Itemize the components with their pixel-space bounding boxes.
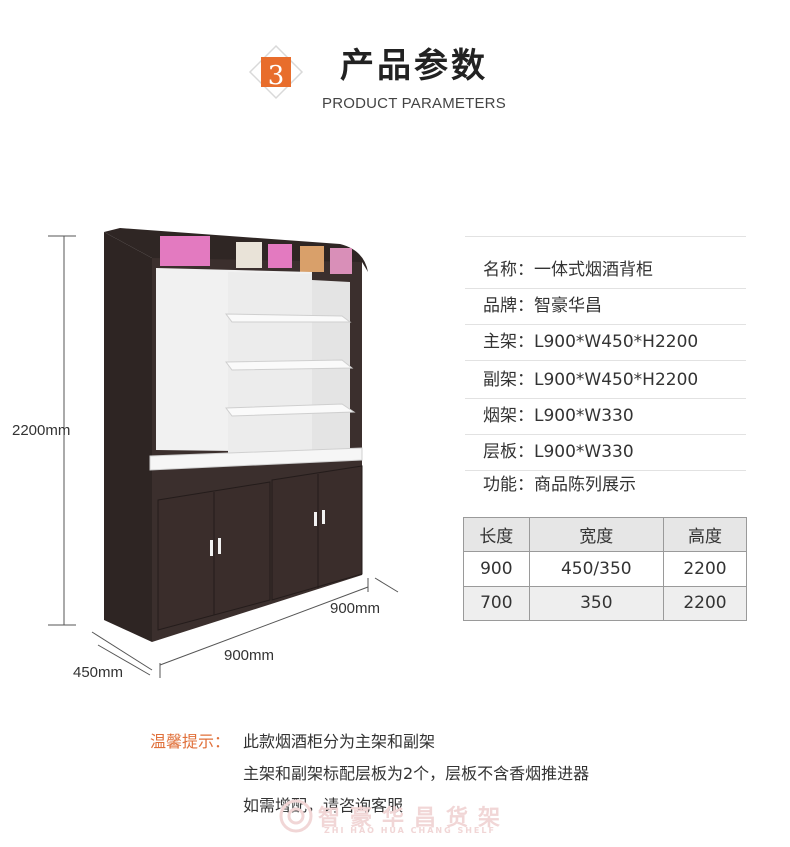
watermark-subtext: ZHI HAO HUA CHANG SHELF	[324, 826, 496, 835]
watermark-text: 智豪华昌货架	[318, 805, 511, 831]
table-header-length: 长度	[463, 516, 530, 553]
top-panel-pink	[160, 236, 210, 266]
note-label: 温馨提示：	[150, 732, 231, 751]
dimension-lines	[48, 235, 399, 678]
spec-row: 主架：L900*W450*H2200	[465, 324, 746, 361]
spec-row: 烟架：L900*W330	[465, 398, 746, 435]
table-header-row: 长度 宽度 高度	[463, 516, 748, 553]
page-subtitle: PRODUCT PARAMETERS	[322, 95, 506, 112]
spec-row: 名称：一体式烟酒背柜	[465, 252, 746, 289]
dim-height-label: 2200mm	[12, 422, 71, 439]
table-cell: 900	[463, 551, 530, 587]
spec-row: 功能：商品陈列展示	[483, 475, 636, 495]
table-cell: 2200	[662, 585, 748, 622]
cabinet-body	[104, 228, 368, 642]
section-number-badge	[248, 44, 304, 100]
spec-row: 品牌：智豪华昌	[465, 288, 746, 325]
note-line: 主架和副架标配层板为2个，层板不含香烟推进器	[243, 764, 590, 783]
spec-row: 副架：L900*W450*H2200	[465, 362, 746, 399]
spec-list: 名称：一体式烟酒背柜 品牌：智豪华昌 主架：L900*W450*H2200 副架…	[465, 236, 746, 501]
cabinet-illustration	[48, 228, 399, 678]
dim-side-width-label: 900mm	[330, 600, 381, 617]
table-cell: 350	[528, 585, 664, 622]
table-cell: 2200	[662, 551, 748, 587]
table-row: 700 350 2200	[463, 585, 748, 622]
section-number: 3	[267, 61, 285, 91]
table-cell: 450/350	[528, 551, 664, 587]
size-table: 长度 宽度 高度 900 450/350 2200 700 350 2200	[463, 516, 748, 622]
dim-front-width-label: 900mm	[224, 647, 275, 664]
page-title: 产品参数	[340, 46, 488, 86]
table-header-width: 宽度	[528, 516, 664, 553]
spec-row: 层板：L900*W330	[465, 434, 746, 471]
dim-depth-label: 450mm	[73, 664, 124, 681]
note-line: 此款烟酒柜分为主架和副架	[243, 732, 436, 751]
table-header-height: 高度	[662, 516, 748, 553]
table-cell: 700	[463, 585, 530, 622]
table-row: 900 450/350 2200	[463, 551, 748, 587]
watermark-logo-icon	[279, 799, 313, 833]
